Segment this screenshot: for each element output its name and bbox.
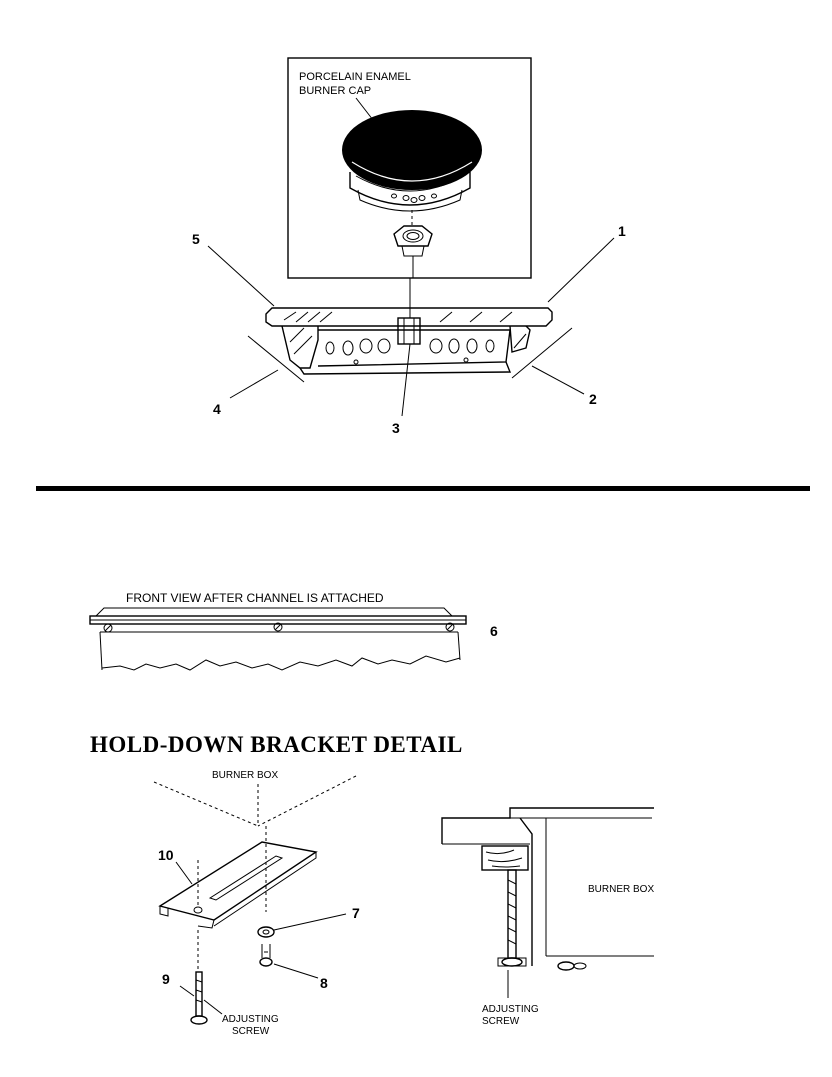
callout-9: 9 (162, 971, 170, 987)
adjusting-screw-left-line1: ADJUSTING (222, 1014, 279, 1025)
front-view-caption: FRONT VIEW AFTER CHANNEL IS ATTACHED (126, 591, 384, 605)
leader-3 (401, 343, 411, 417)
callout-10: 10 (158, 847, 174, 863)
leader-2a (511, 327, 573, 379)
hold-down-right: BURNER BOX ADJUSTING SCREW (441, 807, 654, 1027)
adjusting-screw-right-line1: ADJUSTING (482, 1004, 539, 1015)
burner-cap-drawing (342, 110, 482, 278)
burner-head-assembly: 5 1 4 2 3 (192, 223, 626, 436)
leader-4b (229, 369, 279, 399)
hold-down-left: BURNER BOX 10 7 8 9 (153, 770, 360, 1037)
cap-leader-line (355, 97, 374, 121)
leader-4a (247, 335, 305, 383)
callout-3: 3 (392, 420, 400, 436)
cap-label-line1: PORCELAIN ENAMEL (299, 71, 411, 83)
callout-2: 2 (589, 391, 597, 407)
front-view: FRONT VIEW AFTER CHANNEL IS ATTACHED 6 (89, 591, 498, 671)
hold-down-title: HOLD-DOWN BRACKET DETAIL (90, 732, 463, 757)
burner-box-label-left: BURNER BOX (212, 770, 278, 781)
adjusting-screw-left-line2: SCREW (232, 1026, 270, 1037)
hatch-marks (283, 311, 527, 355)
leader-1 (547, 237, 615, 303)
adjusting-screw-right-line2: SCREW (482, 1016, 520, 1027)
callout-8: 8 (320, 975, 328, 991)
burner-box-label-right: BURNER BOX (588, 884, 654, 895)
callout-7: 7 (352, 905, 360, 921)
leader-2b (531, 365, 585, 395)
callout-6: 6 (490, 623, 498, 639)
callout-5: 5 (192, 231, 200, 247)
burner-cap-inset: PORCELAIN ENAMEL BURNER CAP (287, 57, 532, 279)
leader-5 (207, 245, 275, 307)
section-divider (36, 486, 810, 491)
callout-1: 1 (618, 223, 626, 239)
cap-label-line2: BURNER CAP (299, 85, 371, 97)
burner-ports (325, 338, 495, 365)
callout-4: 4 (213, 401, 221, 417)
